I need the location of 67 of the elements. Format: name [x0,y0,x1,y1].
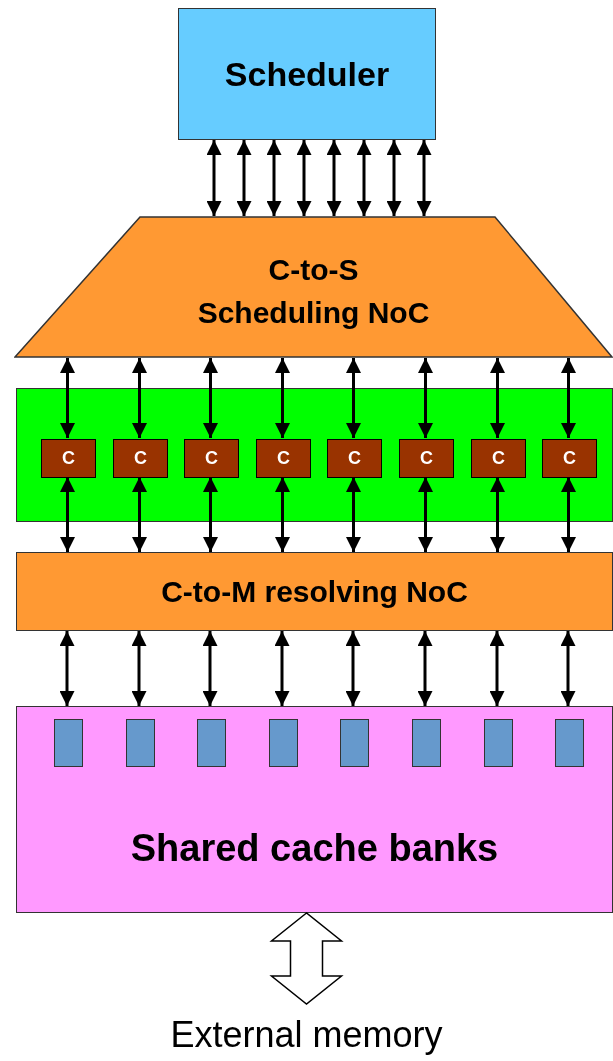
node-label: C [205,448,218,469]
cache-bank-box [197,719,226,767]
double-arrow [346,358,361,438]
node-label: C [62,448,75,469]
node-label: C [420,448,433,469]
node-label: Shared cache banks [130,827,499,870]
node-label: C-to-M resolving NoC [161,574,468,609]
double-arrow [203,358,218,438]
node-label: C [348,448,361,469]
cache-bank-box [484,719,513,767]
double-arrow [326,140,342,216]
core-box [542,439,597,478]
double-arrow [275,477,290,552]
double-arrow [132,477,147,552]
double-arrow [417,631,433,706]
double-arrow [386,140,402,216]
core-array-panel [16,388,613,522]
double-arrow [296,140,312,216]
scheduler-box [178,8,436,140]
caption-text: External memory [170,1014,443,1056]
core-box [327,439,382,478]
node-label: C [134,448,147,469]
core-box [113,439,168,478]
node-label: C [277,448,290,469]
double-arrow [203,477,218,552]
core-box [399,439,454,478]
cache-bank-box [54,719,83,767]
double-arrow [560,631,576,706]
double-arrow [490,477,505,552]
double-arrow [266,140,282,216]
scheduling-noc-trapezoid [14,216,613,358]
double-arrow [489,631,505,706]
cache-bank-box [126,719,155,767]
cache-bank-box [269,719,298,767]
node-label: C [563,448,576,469]
double-arrow [418,477,433,552]
double-arrow [561,358,576,438]
double-arrow [418,358,433,438]
double-arrow [346,477,361,552]
double-arrow [59,631,75,706]
node-label: Scheduler [224,54,390,94]
double-arrow [490,358,505,438]
double-arrow [345,631,361,706]
core-box [184,439,239,478]
node-label: C [492,448,505,469]
double-arrow [416,140,432,216]
double-arrow [236,140,252,216]
resolving-noc-box [16,552,613,631]
core-box [41,439,96,478]
double-arrow [275,358,290,438]
cache-bank-box [412,719,441,767]
double-arrow [206,140,222,216]
shared-cache-panel [16,706,613,913]
double-arrow [274,631,290,706]
double-arrow [131,631,147,706]
cache-bank-box [555,719,584,767]
double-arrow [356,140,372,216]
double-arrow [132,358,147,438]
double-arrow [60,358,75,438]
double-block-arrow [269,912,344,1005]
core-box [471,439,526,478]
double-arrow [60,477,75,552]
node-label: C-to-S Scheduling NoC [196,251,431,331]
cache-bank-box [340,719,369,767]
double-arrow [561,477,576,552]
double-arrow [202,631,218,706]
core-box [256,439,311,478]
